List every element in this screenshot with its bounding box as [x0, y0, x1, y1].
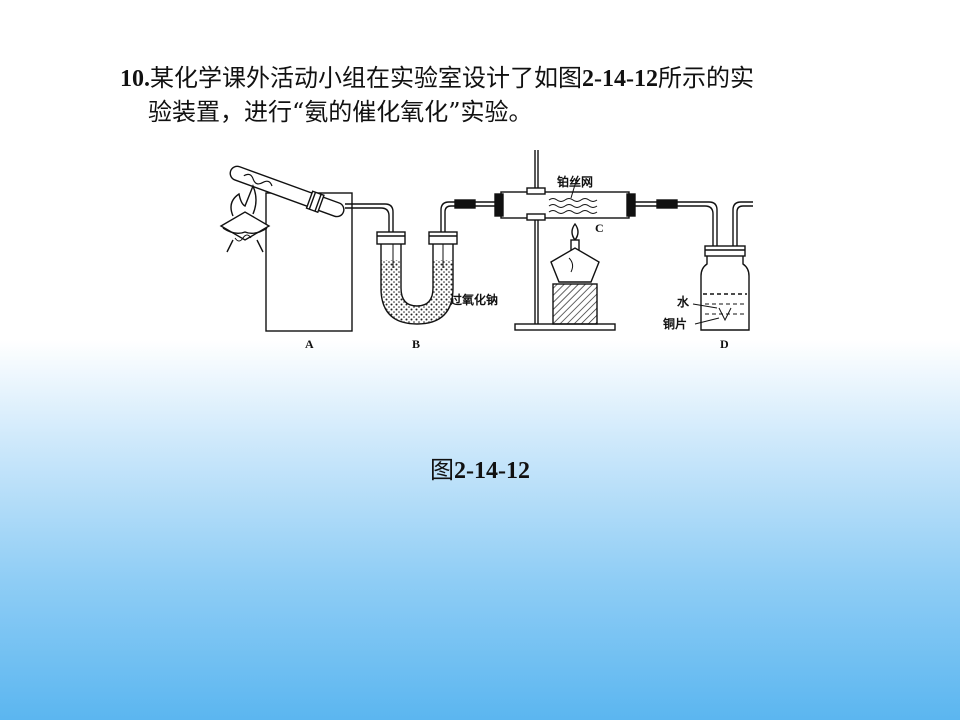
caption-prefix: 图 — [430, 456, 454, 484]
label-platinum-gauze: 铂丝网 — [557, 174, 593, 189]
label-sodium-peroxide: 过氧化钠 — [450, 292, 498, 307]
apparatus-b-u-tube — [376, 199, 495, 325]
label-copper: 铜片 — [663, 316, 687, 331]
apparatus-c — [494, 150, 718, 331]
question-figure-ref: 2-14-12 — [582, 66, 658, 92]
question-text-line2: 验装置，进行“氨的催化氧化”实验。 — [148, 98, 533, 126]
apparatus-d-bottle — [692, 201, 753, 331]
label-d: D — [720, 337, 729, 351]
label-b: B — [412, 337, 420, 351]
question-number: 10. — [120, 66, 150, 92]
figure-caption: 图2-14-12 — [0, 450, 960, 485]
label-water: 水 — [677, 294, 690, 309]
question-text-part2: 所示的实 — [657, 64, 754, 92]
label-c: C — [595, 221, 604, 235]
label-a: A — [305, 337, 314, 351]
question-text: 10.某化学课外活动小组在实验室设计了如图2-14-12所示的实 验装置，进行“… — [120, 62, 860, 129]
apparatus-a — [219, 165, 394, 332]
caption-figure-number: 2-14-12 — [454, 458, 530, 484]
apparatus-diagram: 铂丝网 过氧化钠 水 铜片 A B C D — [219, 150, 753, 351]
question-text-part1: 某化学课外活动小组在实验室设计了如图 — [150, 64, 582, 92]
